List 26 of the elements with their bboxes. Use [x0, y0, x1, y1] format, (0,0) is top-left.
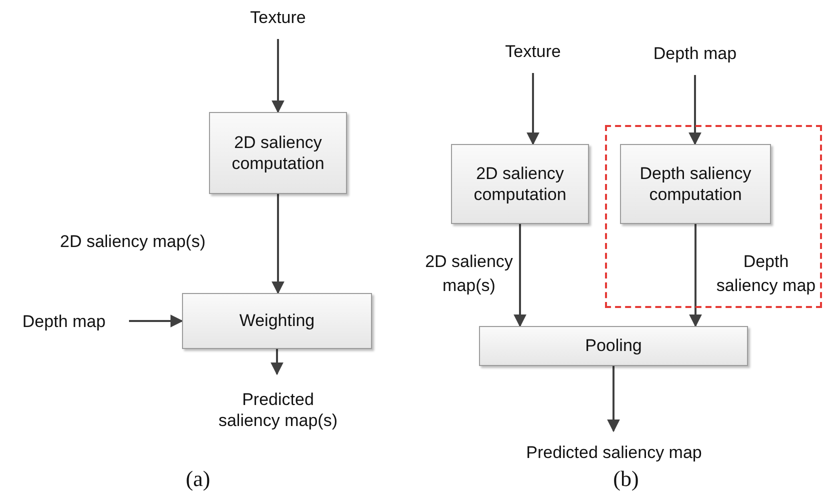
arrow [689, 224, 702, 328]
arrow [526, 73, 540, 146]
arrow [688, 75, 702, 146]
dashed-group-box [605, 125, 822, 308]
process-box: 2D saliency computation [451, 144, 589, 224]
arrow [514, 224, 526, 328]
text-label: Texture [493, 40, 573, 64]
arrow [272, 39, 284, 114]
panel-label: (b) [612, 465, 640, 492]
text-label: Depth map [643, 42, 747, 66]
panel-label: (a) [184, 465, 212, 492]
process-box: Weighting [182, 293, 372, 349]
process-box: 2D saliency computation [209, 112, 347, 194]
arrow [270, 349, 284, 376]
process-box: Pooling [479, 326, 748, 366]
text-label: Depth map [8, 309, 120, 335]
arrow [607, 366, 620, 432]
text-label: Texture [238, 6, 318, 30]
edge-label: Depth saliency map [715, 251, 817, 297]
text-label: Predicted saliency map(s) [218, 383, 338, 437]
process-box: Depth saliency computation [620, 144, 771, 224]
text-label: Predicted saliency map [514, 440, 714, 466]
arrow [129, 314, 184, 328]
edge-label: 2D saliency map(s) [60, 231, 206, 253]
arrow [272, 194, 284, 294]
edge-label: 2D saliency map(s) [424, 251, 514, 297]
